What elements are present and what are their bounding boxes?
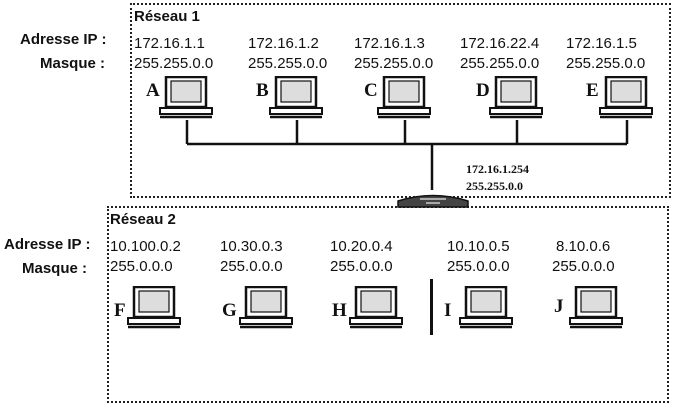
computer-b-icon: [269, 76, 323, 119]
computer-j-icon: [569, 286, 623, 329]
host-i-letter: I: [444, 300, 452, 321]
host-h-letter: H: [332, 300, 347, 321]
host-i-ip: 10.10.0.5: [447, 238, 510, 255]
host-f-ip: 10.100.0.2: [110, 238, 181, 255]
host-h-mask: 255.0.0.0: [330, 258, 393, 275]
network1-title: Réseau 1: [134, 8, 200, 25]
host-a-letter: A: [146, 80, 160, 101]
computer-f-icon: [127, 286, 181, 329]
host-a-mask: 255.255.0.0: [134, 55, 214, 72]
host-d-mask: 255.255.0.0: [460, 55, 540, 72]
network2-mask-label: Masque :: [22, 260, 88, 277]
host-f-letter: F: [114, 300, 126, 321]
host-b-ip: 172.16.1.2: [248, 35, 319, 52]
router-mask: 255.255.0.0: [466, 179, 523, 193]
network1-mask-label: Masque :: [40, 55, 106, 72]
host-f-mask: 255.0.0.0: [110, 258, 173, 275]
host-e-letter: E: [586, 80, 599, 101]
host-c-letter: C: [364, 80, 378, 101]
network2-title: Réseau 2: [110, 211, 176, 228]
host-b-mask: 255.255.0.0: [248, 55, 328, 72]
host-d-ip: 172.16.22.4: [460, 35, 540, 52]
host-i-mask: 255.0.0.0: [447, 258, 510, 275]
computer-e-icon: [599, 76, 653, 119]
network2-ip-label: Adresse IP :: [4, 236, 91, 253]
host-h-ip: 10.20.0.4: [330, 238, 393, 255]
computer-d-icon: [489, 76, 543, 119]
host-g-mask: 255.0.0.0: [220, 258, 283, 275]
router-ip: 172.16.1.254: [466, 162, 529, 176]
host-e-ip: 172.16.1.5: [566, 35, 637, 52]
host-d-letter: D: [476, 80, 490, 101]
host-g-ip: 10.30.0.3: [220, 238, 283, 255]
host-j-letter: J: [554, 296, 564, 317]
computer-c-icon: [377, 76, 431, 119]
host-a-ip: 172.16.1.1: [134, 35, 205, 52]
host-c-ip: 172.16.1.3: [354, 35, 425, 52]
computer-g-icon: [239, 286, 293, 329]
router-icon: [397, 194, 469, 208]
separator-line: [430, 279, 433, 335]
host-b-letter: B: [256, 80, 269, 101]
host-g-letter: G: [222, 300, 237, 321]
host-j-ip: 8.10.0.6: [556, 238, 611, 255]
host-j-mask: 255.0.0.0: [552, 258, 615, 275]
host-e-mask: 255.255.0.0: [566, 55, 646, 72]
computer-a-icon: [159, 76, 213, 119]
computer-i-icon: [459, 286, 513, 329]
host-c-mask: 255.255.0.0: [354, 55, 434, 72]
network1-ip-label: Adresse IP :: [20, 31, 107, 48]
network1-frame: [130, 3, 671, 198]
computer-h-icon: [349, 286, 403, 329]
